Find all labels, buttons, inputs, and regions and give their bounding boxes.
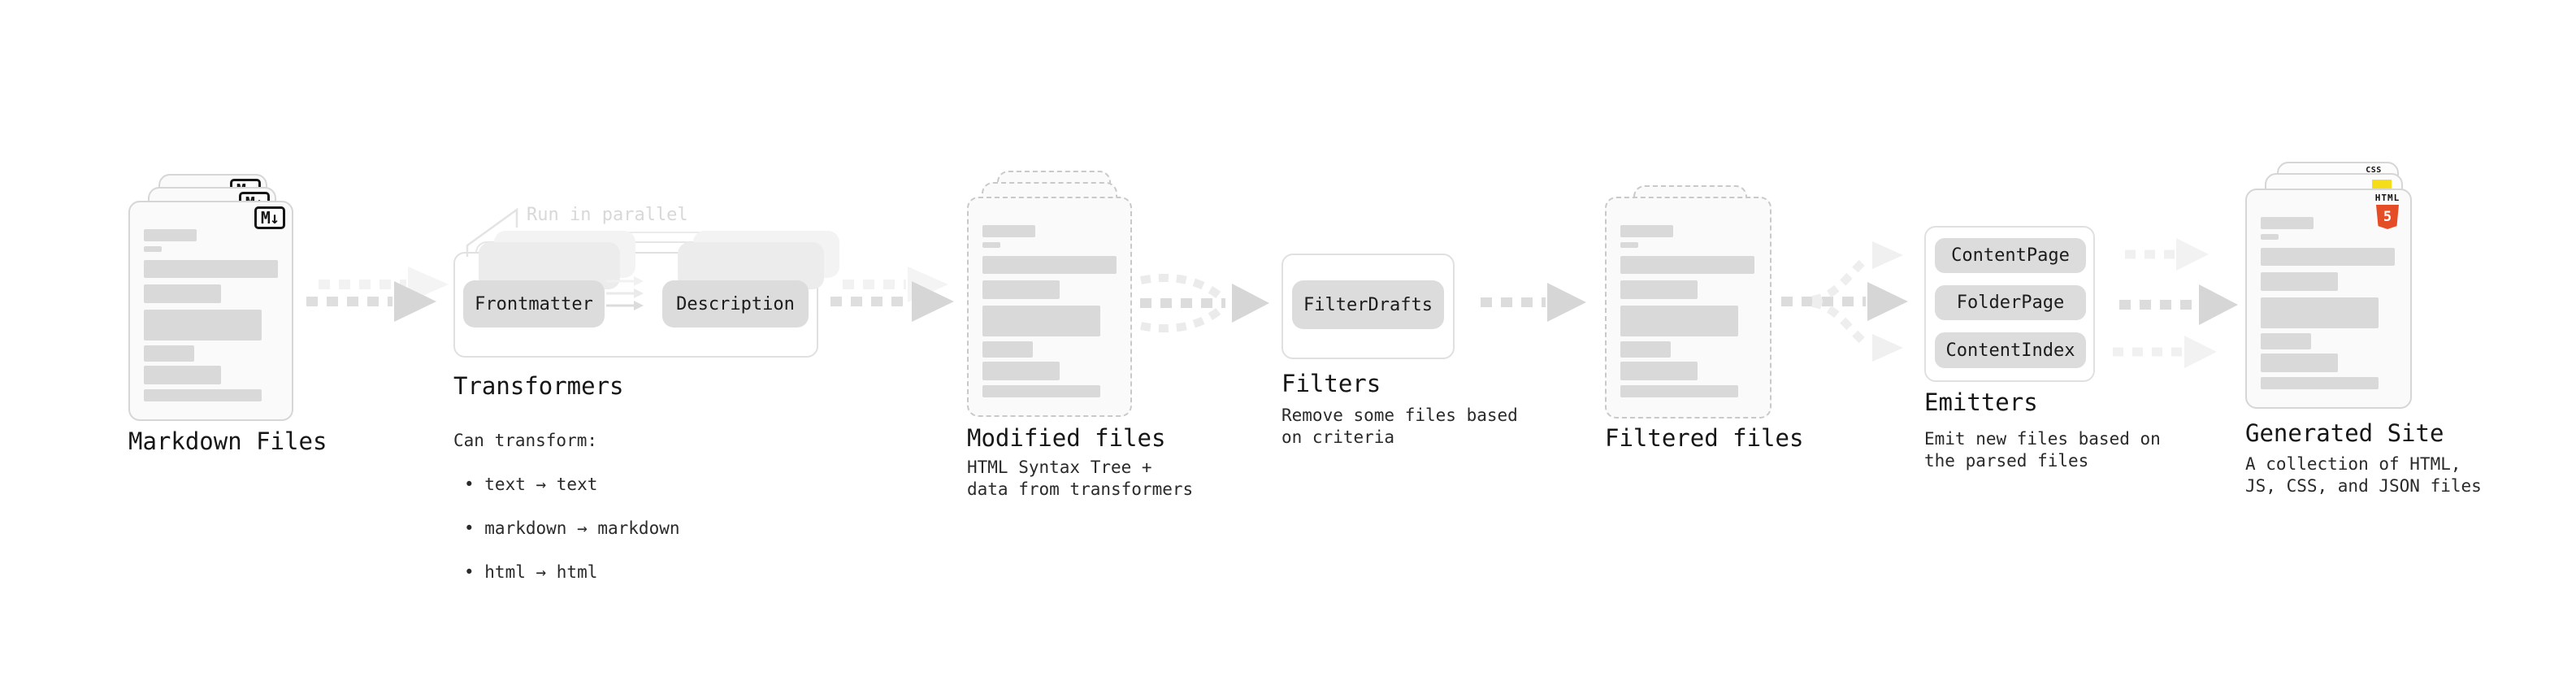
transform-bullet: • markdown → markdown xyxy=(464,518,680,538)
contentpage-emitter-pill: ContentPage xyxy=(1935,238,2086,273)
html5-shield: 5 xyxy=(2376,205,2399,229)
doc-content-bar xyxy=(2261,234,2279,240)
doc-content-bar xyxy=(2261,354,2338,372)
doc-content-bar xyxy=(1620,256,1754,274)
transform-bullet: • text → text xyxy=(464,475,598,494)
folderpage-emitter-pill: FolderPage xyxy=(1935,285,2086,320)
modified-files-title: Modified files xyxy=(967,424,1166,452)
doc-content-bar xyxy=(2261,333,2311,349)
doc-content-bar xyxy=(982,256,1117,274)
generated-site-subtitle: A collection of HTML, JS, CSS, and JSON … xyxy=(2245,454,2482,496)
emitters-title: Emitters xyxy=(1924,388,2038,416)
description-transformer-pill: Description xyxy=(662,280,809,327)
doc-content-bar xyxy=(982,385,1100,397)
doc-content-bar xyxy=(144,366,221,384)
doc-content-bar xyxy=(144,260,278,278)
javascript-icon xyxy=(2372,180,2392,191)
arrow-transformers-to-modified xyxy=(830,267,954,322)
doc-content-bar xyxy=(982,225,1035,237)
doc-content-bar xyxy=(1620,341,1671,358)
arrows-emitters-to-site xyxy=(2113,238,2238,368)
modified-file-card xyxy=(967,197,1132,417)
arrow-filters-to-filtered xyxy=(1481,283,1586,322)
modified-files-subtitle: HTML Syntax Tree + data from transformer… xyxy=(967,458,1194,499)
markdown-icon: M↓ xyxy=(254,206,285,229)
doc-content-bar xyxy=(982,306,1100,336)
filters-frame: FilterDrafts xyxy=(1281,254,1455,359)
filters-title: Filters xyxy=(1281,370,1381,397)
run-in-parallel-label: Run in parallel xyxy=(527,205,688,225)
transformers-description: Can transform: • text → text • markdown … xyxy=(453,408,680,605)
filtered-file-card xyxy=(1605,197,1772,419)
can-transform-heading: Can transform: xyxy=(453,431,598,450)
doc-content-bar xyxy=(2261,248,2395,266)
doc-content-bar xyxy=(2261,272,2338,291)
doc-content-bar xyxy=(982,242,1000,248)
doc-content-bar xyxy=(1620,225,1673,237)
doc-content-bar xyxy=(982,280,1060,299)
doc-content-bar xyxy=(982,341,1033,358)
generated-site-title: Generated Site xyxy=(2245,419,2444,447)
arrow-markdown-to-transformers xyxy=(306,267,449,322)
doc-content-bar xyxy=(144,229,197,241)
css-icon-label: CSS xyxy=(2366,166,2382,175)
html5-icon: HTML 5 xyxy=(2371,193,2404,229)
html5-icon-label: HTML xyxy=(2374,193,2400,203)
site-file-card-html: HTML 5 xyxy=(2245,189,2412,409)
emitters-frame: ContentPage FolderPage ContentIndex xyxy=(1924,226,2095,382)
markdown-file-card: M↓ xyxy=(128,201,293,421)
frontmatter-transformer-pill: Frontmatter xyxy=(463,280,605,327)
doc-content-bar xyxy=(2261,217,2314,229)
doc-content-bar xyxy=(982,362,1060,380)
doc-content-bar xyxy=(2261,297,2379,328)
doc-content-bar xyxy=(144,310,262,340)
arrow-modified-to-filters-merge xyxy=(1140,273,1269,333)
html5-number: 5 xyxy=(2383,209,2392,225)
doc-content-bar xyxy=(144,246,162,252)
doc-content-bar xyxy=(1620,362,1698,380)
transformer-frame: Frontmatter Description xyxy=(453,231,839,358)
contentindex-emitter-pill: ContentIndex xyxy=(1935,332,2086,368)
doc-content-bar xyxy=(144,389,262,401)
arrow-filtered-to-emitters-split xyxy=(1781,241,1908,362)
doc-content-bar xyxy=(1620,306,1738,336)
doc-content-bar xyxy=(1620,280,1698,299)
doc-content-bar xyxy=(1620,242,1638,248)
transform-bullet: • html → html xyxy=(464,562,598,582)
doc-content-bar xyxy=(144,345,194,362)
markdown-files-title: Markdown Files xyxy=(128,427,327,455)
doc-content-bar xyxy=(2261,377,2379,389)
filterdrafts-pill: FilterDrafts xyxy=(1292,280,1444,329)
filters-subtitle: Remove some files based on criteria xyxy=(1281,406,1518,447)
filtered-files-title: Filtered files xyxy=(1605,424,1804,452)
transformers-title: Transformers xyxy=(453,372,624,400)
doc-content-bar xyxy=(144,284,221,303)
emitters-subtitle: Emit new files based on the parsed files xyxy=(1924,429,2161,471)
doc-content-bar xyxy=(1620,385,1738,397)
